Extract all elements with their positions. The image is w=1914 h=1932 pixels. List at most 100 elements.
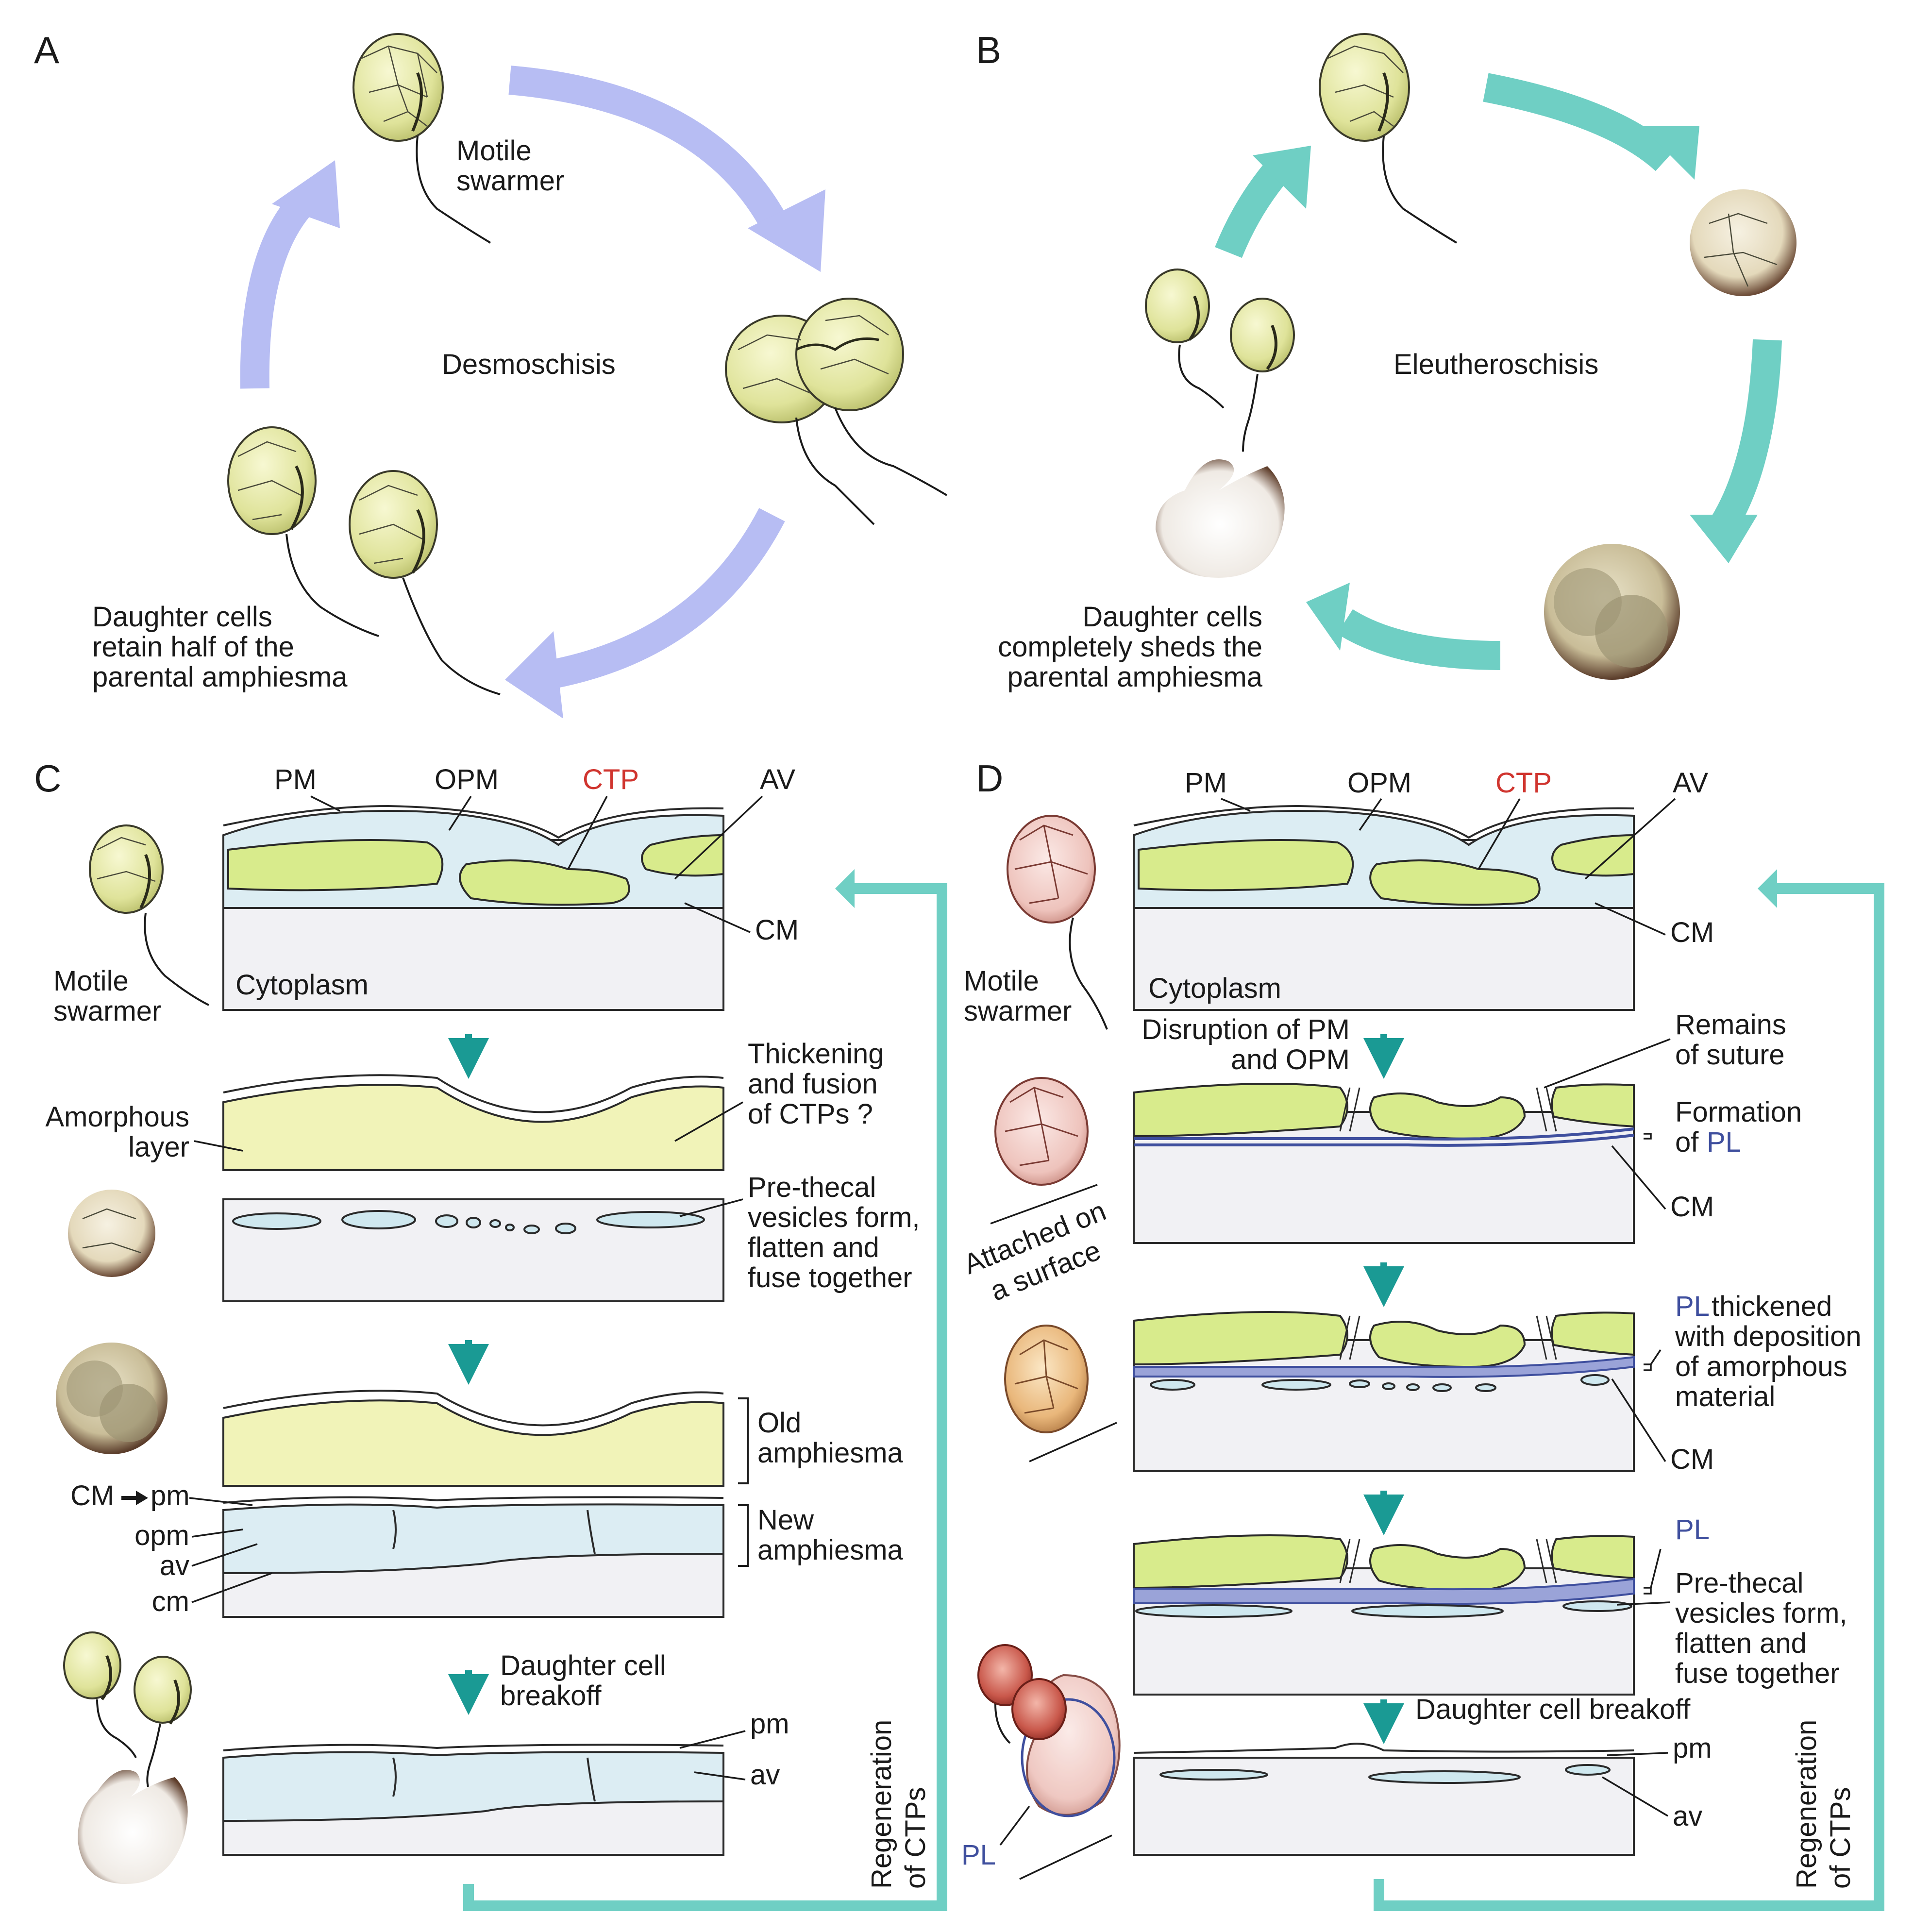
c-cm-label: CM xyxy=(755,914,799,946)
cycle-arrowhead-2 xyxy=(505,631,563,719)
d-stage3-diagram xyxy=(1133,1311,1635,1472)
d-opm-label: OPM xyxy=(1347,767,1411,799)
d-plthick-line2: with deposition xyxy=(1675,1321,1862,1352)
eleutheroschisis-cycle: Eleutheroschisis Daughter cells complete… xyxy=(998,33,1796,693)
c-pm-final: pm xyxy=(750,1708,789,1740)
regen-c-line1: Regeneration xyxy=(866,1720,897,1889)
panel-label-b: B xyxy=(976,29,1001,71)
c-breakoff-line2: breakoff xyxy=(500,1680,602,1712)
c-prethecal-line1: Pre-thecal xyxy=(748,1172,876,1203)
regen-d-line2: of CTPs xyxy=(1825,1787,1856,1889)
c-pm-lower: pm xyxy=(151,1480,190,1512)
desmoschisis-label: Desmoschisis xyxy=(442,349,616,380)
c-prethecal-line2: vesicles form, xyxy=(748,1202,920,1233)
d-breakoff-label: Daughter cell breakoff xyxy=(1415,1694,1691,1725)
panel-label-d: D xyxy=(976,757,1003,800)
d-prethecal-line2: vesicles form, xyxy=(1675,1597,1847,1629)
c-opm-label: OPM xyxy=(435,764,499,795)
motile-swarmer-cell xyxy=(353,33,491,244)
empty-cyst-and-daughters xyxy=(1145,269,1295,578)
d-disrupt-line1: Disruption of PM xyxy=(1142,1014,1350,1045)
d-stage2-diagram xyxy=(1133,1083,1635,1244)
cycle-arrowhead-1 xyxy=(748,189,825,272)
c-cyst-cell-2 xyxy=(56,1343,168,1454)
motile-swarmer-label-line2: swarmer xyxy=(456,165,564,197)
c-daughter-cells xyxy=(63,1631,192,1884)
d-motile-line1: Motile xyxy=(964,965,1039,997)
c-opm-lower: opm xyxy=(134,1520,189,1551)
d-pm-label: PM xyxy=(1185,767,1227,799)
daughter-desmo-line3: parental amphiesma xyxy=(92,661,348,693)
d-remains-line1: Remains xyxy=(1675,1009,1786,1041)
c-av-lower: av xyxy=(160,1550,189,1581)
c-breakoff-line1: Daughter cell xyxy=(500,1650,666,1681)
regeneration-arrowhead-c xyxy=(835,869,855,908)
d-prethecal-line4: fuse together xyxy=(1675,1658,1840,1689)
d-cm-label: CM xyxy=(1670,917,1714,948)
c-cyst-cell-1 xyxy=(68,1190,155,1277)
d-daughter-cells xyxy=(977,1644,1121,1880)
panel-label-c: C xyxy=(34,757,61,800)
d-formation-line1: Formation xyxy=(1675,1096,1802,1128)
regeneration-loop-c xyxy=(463,883,947,1911)
c-av-final: av xyxy=(750,1759,780,1791)
motile-swarmer-label-line1: Motile xyxy=(456,135,532,167)
d-stage1-diagram xyxy=(1133,805,1635,1011)
panel-c: Regeneration of CTPs Cytoplasm PM OPM CT… xyxy=(45,764,947,1911)
c-motile-cell xyxy=(89,824,209,1006)
motile-swarmer-cell-b xyxy=(1319,33,1458,244)
c-amorph-line1: Amorphous xyxy=(45,1101,189,1133)
d-cytoplasm-label: Cytoplasm xyxy=(1148,973,1281,1004)
c-thick-line2: and fusion xyxy=(748,1068,878,1100)
c-motile-line2: swarmer xyxy=(53,995,161,1027)
c-prethecal-line4: fuse together xyxy=(748,1262,912,1294)
c-prethecal-line3: flatten and xyxy=(748,1232,879,1263)
daughter-eleuth-line3: parental amphiesma xyxy=(1007,661,1262,693)
d-cm3-label: CM xyxy=(1670,1444,1714,1475)
cycle-b-arrowhead-1 xyxy=(1641,126,1699,180)
panel-label-a: A xyxy=(34,29,59,71)
d-formation-pl: PL xyxy=(1707,1126,1741,1158)
dividing-cell xyxy=(725,298,948,525)
cycle-b-arrow-2 xyxy=(1711,339,1782,532)
cyst-cell-1 xyxy=(1690,189,1796,296)
daughter-eleuth-line2: completely sheds the xyxy=(998,631,1262,663)
c-ctp-label: CTP xyxy=(583,764,639,795)
c-stage2-diagram xyxy=(222,1074,724,1302)
d-stage5-diagram xyxy=(1133,1743,1635,1856)
c-thick-line1: Thickening xyxy=(748,1038,884,1070)
cycle-b-arrowhead-2 xyxy=(1690,515,1758,563)
d-pm-final: pm xyxy=(1673,1732,1712,1764)
c-old-line2: amphiesma xyxy=(757,1437,904,1469)
c-cytoplasm-label: Cytoplasm xyxy=(235,969,369,1001)
c-stage4-diagram xyxy=(222,1744,724,1856)
d-plthick-line4: material xyxy=(1675,1381,1775,1412)
cycle-b-arrow-1 xyxy=(1483,73,1676,171)
c-pm-label: PM xyxy=(274,764,317,795)
d-motile-line2: swarmer xyxy=(964,995,1072,1027)
eleutheroschisis-label: Eleutheroschisis xyxy=(1394,349,1598,380)
d-motile-cell xyxy=(1007,815,1108,1030)
d-ctp-label: CTP xyxy=(1495,767,1552,799)
c-av-label: AV xyxy=(760,764,795,795)
d-av-final: av xyxy=(1673,1800,1702,1832)
c-cm-lower: cm xyxy=(152,1586,189,1617)
d-disrupt-line2: and OPM xyxy=(1231,1044,1350,1075)
cycle-arrow-2 xyxy=(546,508,785,689)
d-attached-cell xyxy=(990,1077,1098,1225)
regen-c-line2: of CTPs xyxy=(900,1787,931,1889)
cycle-b-arrowhead-4 xyxy=(1253,146,1311,209)
c-stage3-diagram xyxy=(222,1390,724,1618)
d-prethecal-line1: Pre-thecal xyxy=(1675,1567,1803,1599)
daughter-desmo-line1: Daughter cells xyxy=(92,601,272,633)
d-pl-cell-label: PL xyxy=(961,1839,996,1871)
daughter-desmo-line2: retain half of the xyxy=(92,631,294,663)
d-orange-cell xyxy=(1004,1325,1117,1462)
regeneration-loop-d xyxy=(1374,883,1884,1911)
c-new-line2: amphiesma xyxy=(757,1534,904,1566)
d-pl4-label: PL xyxy=(1675,1514,1710,1546)
cycle-arrow-3 xyxy=(240,188,317,389)
daughter-eleuth-line1: Daughter cells xyxy=(1082,601,1262,633)
d-stage4-diagram xyxy=(1133,1534,1635,1696)
